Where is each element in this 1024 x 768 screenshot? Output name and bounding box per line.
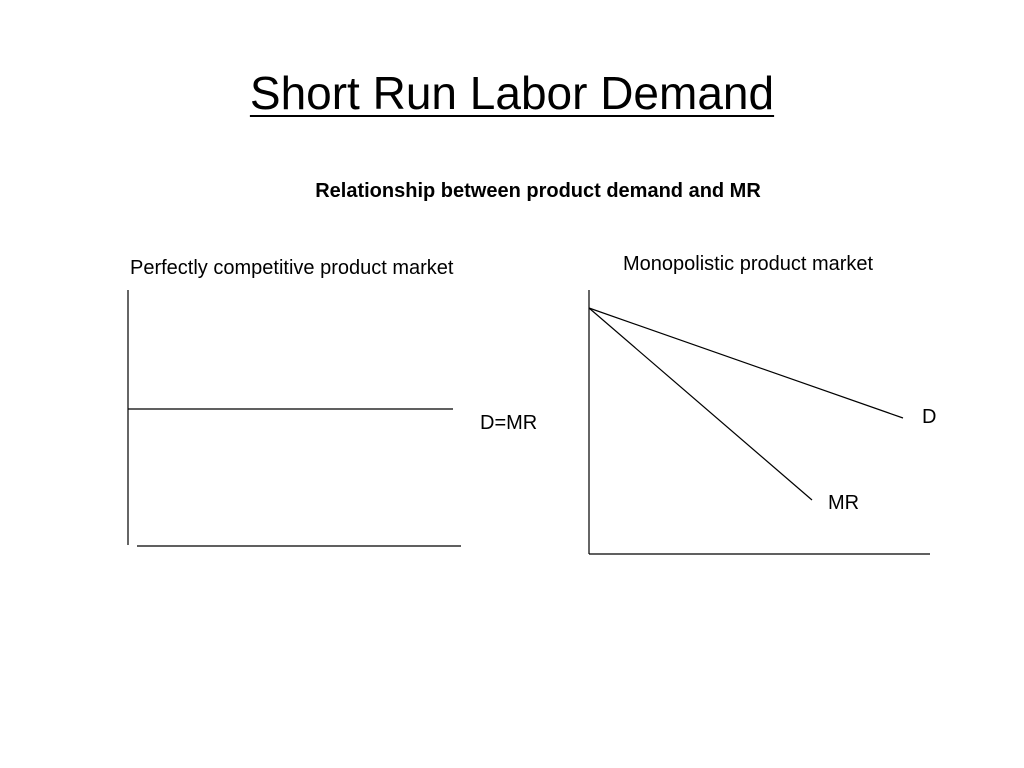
competitive-panel-title: Perfectly competitive product market [130, 257, 454, 279]
monopolistic-panel-title: Monopolistic product market [623, 253, 874, 275]
competitive-graph [127, 290, 461, 547]
demand-curve [588, 307, 904, 419]
demand-mr-label: D=MR [480, 412, 538, 434]
demand-label: D [922, 406, 937, 428]
marginal-revenue-curve [588, 307, 813, 501]
monopolistic-graph [588, 290, 930, 555]
slide-subtitle: Relationship between product demand and … [315, 180, 761, 202]
mr-label: MR [828, 492, 860, 514]
slide-title: Short Run Labor Demand [249, 67, 775, 119]
